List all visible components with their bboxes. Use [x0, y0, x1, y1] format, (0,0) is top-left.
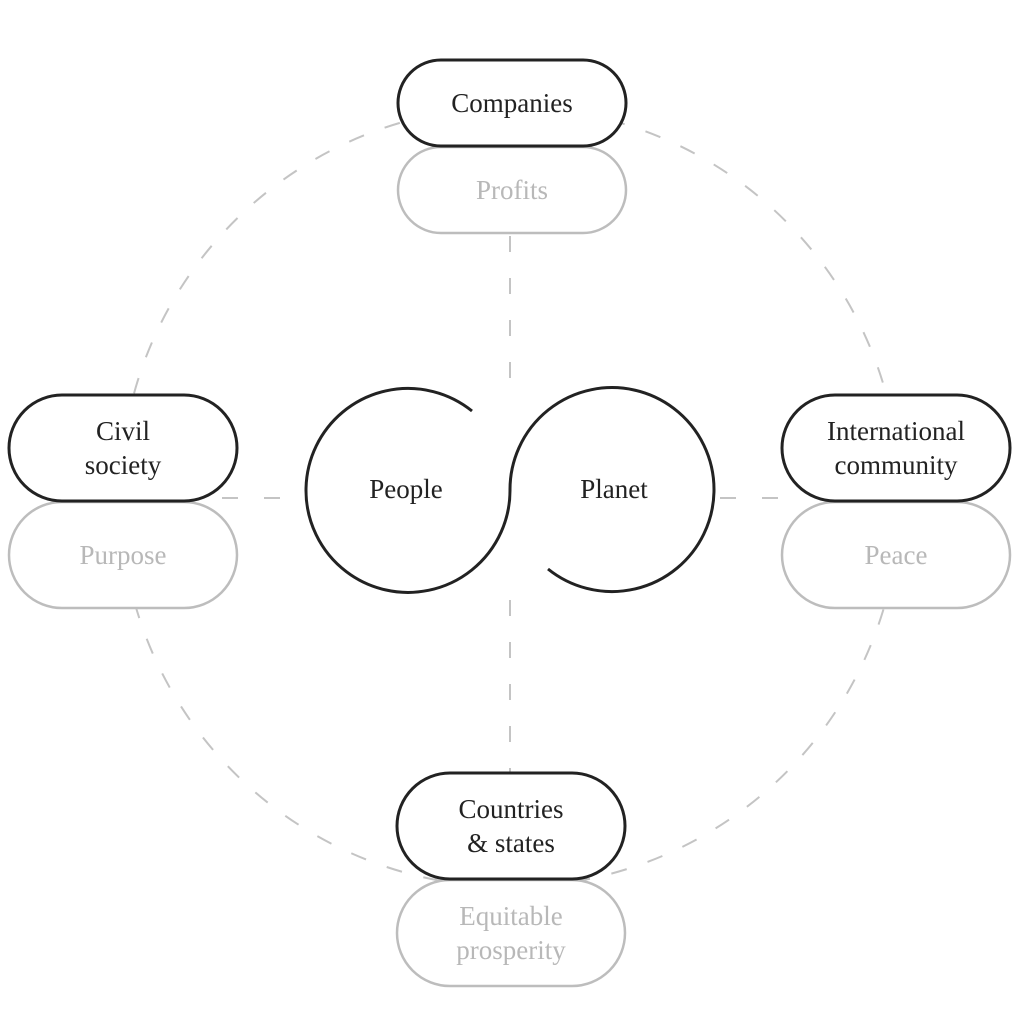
top-value-label: Profits: [476, 175, 548, 205]
right-actor-label: community: [835, 450, 958, 480]
right-value-label: Peace: [865, 540, 928, 570]
people-label: People: [369, 474, 443, 504]
bottom-actor-pill: [395, 771, 627, 881]
planet-label: Planet: [580, 474, 648, 504]
left-value-label: Purpose: [80, 540, 167, 570]
bottom-value-label: Equitable: [459, 901, 562, 931]
planet-circle: [508, 386, 716, 594]
left-actor-pill: [7, 393, 239, 503]
bottom-value-pill: [395, 878, 627, 988]
people-circle: [304, 386, 512, 594]
left-actor-label: Civil: [96, 416, 150, 446]
right-actor-label: International: [827, 416, 965, 446]
left-actor-label: society: [85, 450, 162, 480]
bottom-actor-label: Countries: [459, 794, 564, 824]
right-actor-pill: [780, 393, 1012, 503]
top-actor-label: Companies: [451, 88, 573, 118]
top-actor-pill: [396, 58, 628, 148]
bottom-actor-label: & states: [467, 828, 555, 858]
bottom-value-label: prosperity: [456, 935, 566, 965]
